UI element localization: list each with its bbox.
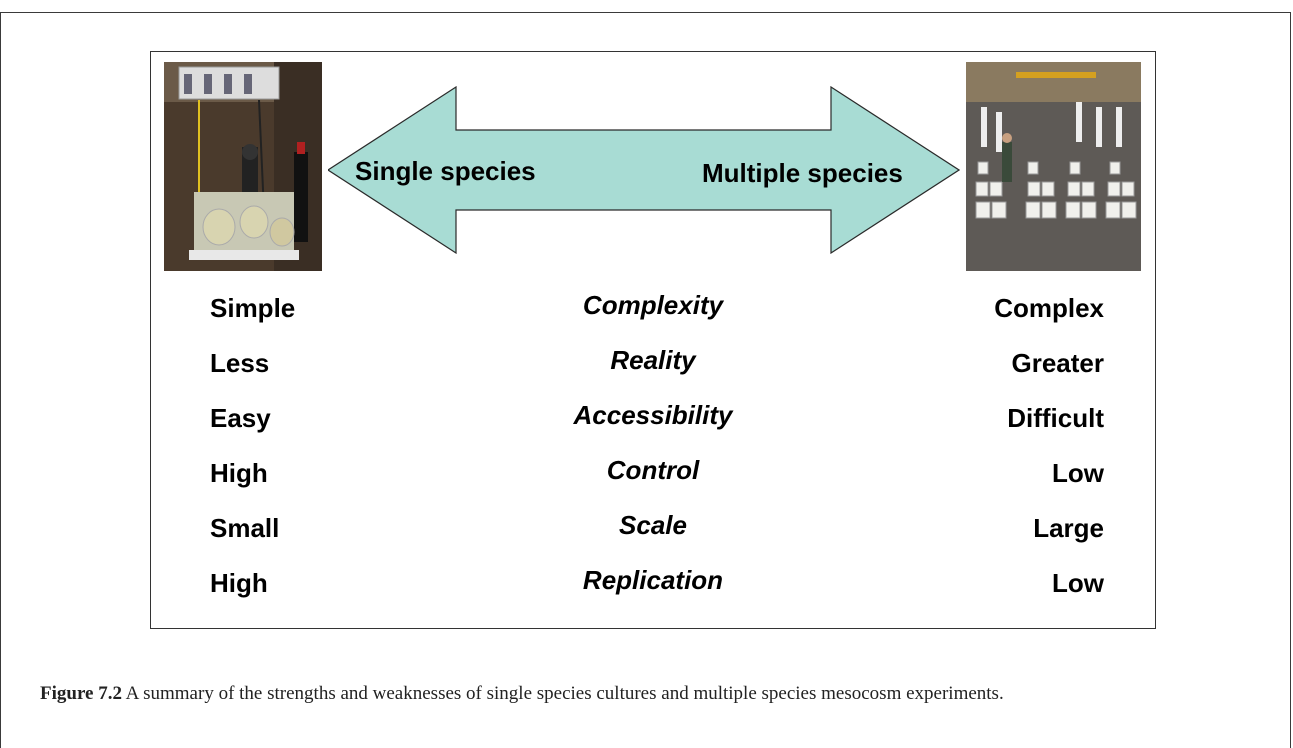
figure-caption: Figure 7.2 A summary of the strengths an… [40, 680, 1256, 708]
row-left-value: High [210, 458, 268, 488]
single-species-label: Single species [355, 156, 536, 186]
row-right-value: Low [1052, 568, 1104, 598]
caption-text: A summary of the strengths and weaknesse… [121, 683, 1004, 704]
double-arrow-shape [328, 86, 960, 254]
figure-label: Figure 7.2 [40, 683, 122, 704]
figure-frame [0, 12, 1291, 748]
multiple-species-label: Multiple species [702, 158, 903, 188]
row-property: Complexity [582, 290, 724, 320]
row-left-value: High [210, 568, 268, 598]
row-property: Reality [610, 345, 696, 375]
row-right-value: Large [1033, 513, 1104, 543]
row-left-value: Simple [210, 293, 296, 323]
double-arrow [328, 86, 960, 254]
row-property: Control [606, 455, 700, 485]
row-left-value: Easy [210, 403, 271, 433]
single-species-photo [164, 62, 322, 271]
multiple-species-photo [966, 62, 1141, 271]
row-property: Scale [619, 510, 687, 540]
row-right-value: Greater [1011, 348, 1105, 378]
row-right-value: Complex [994, 293, 1104, 323]
row-right-value: Difficult [1007, 403, 1104, 433]
row-property: Accessibility [573, 400, 733, 430]
row-right-value: Low [1052, 458, 1104, 488]
row-left-value: Less [210, 348, 270, 378]
row-left-value: Small [210, 513, 280, 543]
row-property: Replication [582, 565, 724, 595]
